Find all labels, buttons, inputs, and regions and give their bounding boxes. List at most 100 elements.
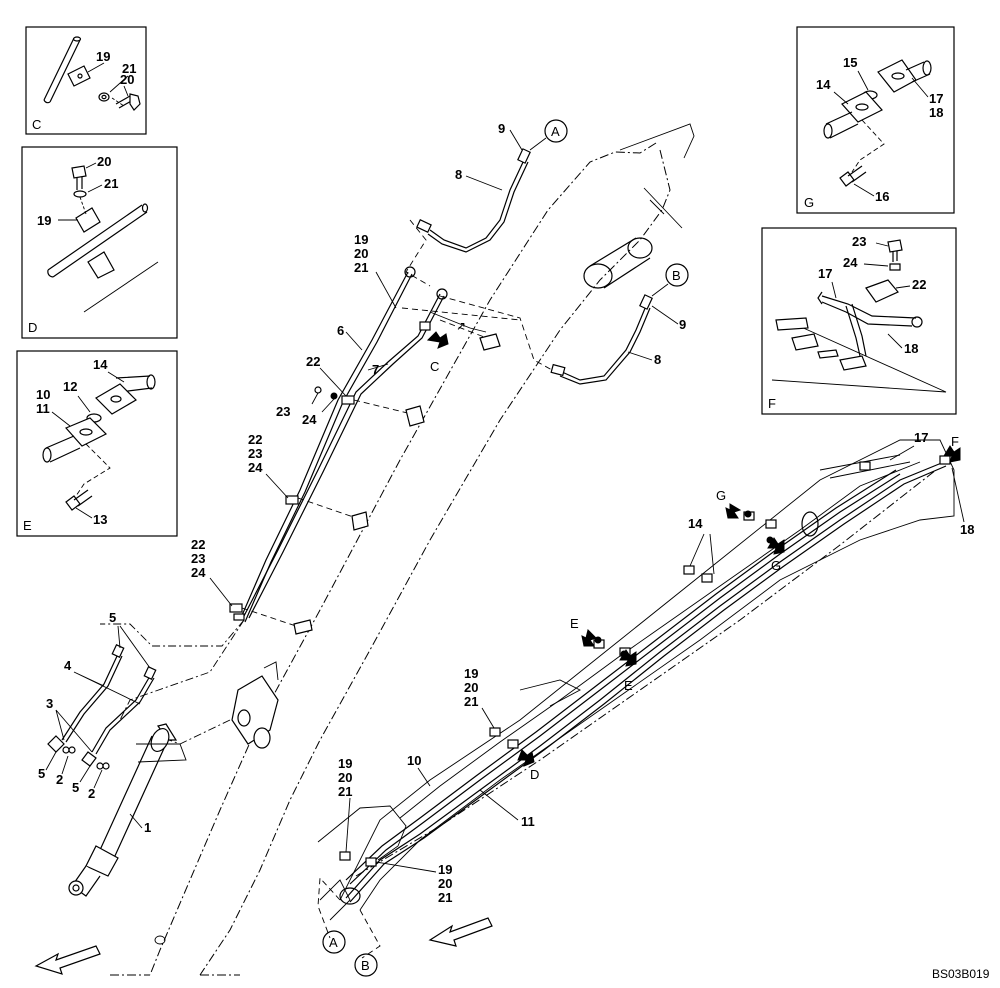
callout: 22 — [191, 537, 205, 552]
callout: 14 — [688, 516, 703, 531]
part-label: 23 — [852, 234, 866, 249]
front-direction-arrow-right — [428, 917, 493, 947]
detail-box-g: 15 14 17 18 16 G — [796, 26, 955, 214]
callout: 7 — [372, 362, 379, 377]
callout: 5 — [109, 610, 116, 625]
view-arrow-e2 — [619, 649, 637, 667]
hose-8-a: A — [405, 119, 568, 287]
callout: 18 — [960, 522, 974, 537]
connection-marker: B — [361, 958, 370, 973]
part-label: 19 — [37, 213, 51, 228]
detail-caption: D — [28, 320, 37, 335]
callout: 5 — [72, 780, 79, 795]
part-label: 20 — [97, 154, 111, 169]
callout: 19 — [438, 862, 452, 877]
part-label: 16 — [875, 189, 889, 204]
callout: 5 — [38, 766, 45, 781]
callout: 4 — [64, 658, 72, 673]
callout: 20 — [464, 680, 478, 695]
view-label: G — [716, 488, 726, 503]
view-label: F — [951, 434, 959, 449]
callout: 2 — [56, 772, 63, 787]
callout: 6 — [337, 323, 344, 338]
pipe-lines-6-7: ↗ — [229, 266, 521, 635]
callout: 22 — [306, 354, 320, 369]
part-label: 10 — [36, 387, 50, 402]
part-label: 11 — [36, 401, 50, 416]
connection-markers-bottom: A B — [322, 930, 378, 977]
view-label: E — [624, 678, 633, 693]
view-label: G — [771, 558, 781, 573]
callout: 24 — [302, 412, 317, 427]
callout: 21 — [464, 694, 478, 709]
front-direction-arrow-left — [34, 945, 101, 975]
part-label: 21 — [104, 176, 118, 191]
callout: 23 — [276, 404, 290, 419]
view-arrow-e1 — [581, 629, 597, 647]
callout: 24 — [248, 460, 263, 475]
detail-box-d: 20 21 19 D — [21, 146, 178, 339]
part-label: 17 — [818, 266, 832, 281]
view-label: C — [430, 359, 439, 374]
callout: 2 — [88, 786, 95, 801]
part-label: 18 — [904, 341, 918, 356]
callout: 11 — [521, 814, 535, 829]
callout: 10 — [407, 753, 421, 768]
part-label: 19 — [96, 49, 110, 64]
detail-box-c: 19 21 20 C — [25, 26, 147, 135]
callout: 19 — [338, 756, 352, 771]
front-direction-arrows — [34, 917, 493, 975]
part-label: 15 — [843, 55, 857, 70]
drawing-code: BS03B019 — [932, 967, 990, 981]
detail-caption: E — [23, 518, 32, 533]
callout: 20 — [338, 770, 352, 785]
callout: 8 — [654, 352, 661, 367]
callout: 22 — [248, 432, 262, 447]
callout: 17 — [914, 430, 928, 445]
cylinder-1 — [68, 723, 187, 897]
callout: 19 — [354, 232, 368, 247]
part-label: 17 — [929, 91, 943, 106]
part-label: 22 — [912, 277, 926, 292]
callout: 23 — [191, 551, 205, 566]
part-label: 18 — [929, 105, 943, 120]
callout: 21 — [438, 890, 452, 905]
callout: 21 — [338, 784, 352, 799]
callout: 20 — [438, 876, 452, 891]
callout: 1 — [144, 820, 151, 835]
arm-pipes-10-11 — [317, 455, 951, 959]
svg-text:↗: ↗ — [456, 319, 466, 333]
connection-marker: B — [672, 268, 681, 283]
detail-caption: F — [768, 396, 776, 411]
callout: 8 — [455, 167, 462, 182]
part-label: 14 — [93, 357, 108, 372]
detail-box-e: 14 10 11 12 13 E — [16, 350, 178, 537]
connection-marker: A — [329, 935, 338, 950]
callout: 20 — [354, 246, 368, 261]
callout: 19 — [464, 666, 478, 681]
hoses-3-4 — [47, 643, 157, 770]
part-label: 24 — [843, 255, 858, 270]
part-label: 14 — [816, 77, 831, 92]
view-arrow-f — [943, 445, 961, 463]
routing-lines — [100, 619, 245, 745]
callout: 3 — [46, 696, 53, 711]
callout: 21 — [354, 260, 368, 275]
detail-caption: C — [32, 117, 41, 132]
view-arrow-d — [517, 749, 535, 767]
detail-box-f: 23 24 17 22 18 F — [761, 227, 957, 415]
part-label: 12 — [63, 379, 77, 394]
view-arrows — [426, 331, 961, 767]
view-label: D — [530, 767, 539, 782]
detail-caption: G — [804, 195, 814, 210]
main-boom-outline — [110, 123, 695, 976]
arm-outline — [317, 439, 955, 921]
part-label: 21 — [122, 61, 136, 76]
view-arrow-c — [426, 331, 449, 349]
part-label: 20 — [120, 72, 134, 87]
hose-8-b: B — [439, 263, 689, 385]
callout: 9 — [498, 121, 505, 136]
view-label: E — [570, 616, 579, 631]
part-label: 13 — [93, 512, 107, 527]
